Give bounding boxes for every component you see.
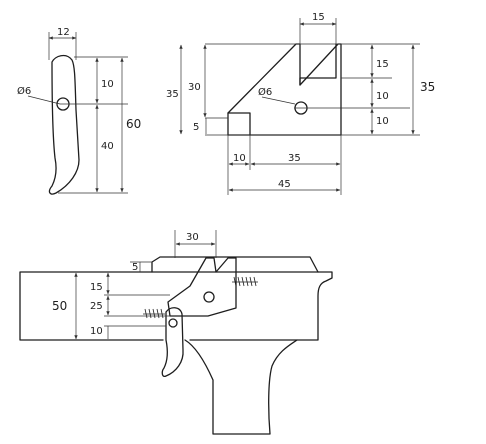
label-right-hole: Ø6	[258, 86, 272, 98]
label-right-hole-base: 10	[376, 116, 389, 127]
label-left-upper: 10	[101, 79, 114, 90]
assembly-trigger	[161, 307, 184, 378]
part-left-view: 12 Ø6 10 40 60	[17, 27, 141, 195]
label-right-left-offset: 10	[233, 153, 246, 164]
label-right-height: 35	[420, 80, 435, 94]
label-left-hole: Ø6	[17, 85, 31, 97]
part-right-outline	[227, 43, 342, 136]
spring-top	[232, 276, 258, 287]
leader-right-hole	[261, 96, 296, 105]
label-right-hole-h: 10	[376, 91, 389, 102]
label-assembly-upper: 15	[90, 282, 103, 293]
label-right-top: 15	[312, 12, 325, 23]
label-right-slot: 15	[376, 59, 389, 70]
top-cover	[151, 256, 319, 273]
label-assembly-total: 50	[52, 299, 67, 313]
assembly-sear-pin	[203, 291, 215, 303]
label-left-lower: 40	[101, 141, 114, 152]
label-assembly-top: 30	[186, 232, 199, 243]
label-right-total: 45	[278, 179, 291, 190]
part-left-outline	[48, 54, 80, 195]
label-assembly-middle: 25	[90, 301, 103, 312]
label-right-inner: 30	[188, 82, 201, 93]
label-assembly-offset: 5	[132, 262, 138, 273]
label-right-step: 5	[193, 122, 199, 133]
label-left-width: 12	[57, 27, 70, 38]
part-right-slot	[299, 43, 337, 86]
leader-left-hole	[27, 95, 61, 105]
part-right-view: 15 35 30 Ø6 5 15 10 10 35 10 35 45	[166, 12, 435, 195]
spring-bottom	[143, 308, 165, 319]
label-right-left-height: 35	[166, 89, 179, 100]
label-right-hole-offset: 35	[288, 153, 301, 164]
grip-outline	[184, 339, 298, 435]
label-left-height: 60	[126, 117, 141, 131]
assembly-sear	[167, 257, 237, 317]
label-assembly-lower: 10	[90, 326, 103, 337]
assembly-view: 30 5 50 15 25 10	[19, 230, 333, 435]
receiver-outline	[19, 271, 333, 341]
assembly-trigger-pin	[168, 318, 178, 328]
